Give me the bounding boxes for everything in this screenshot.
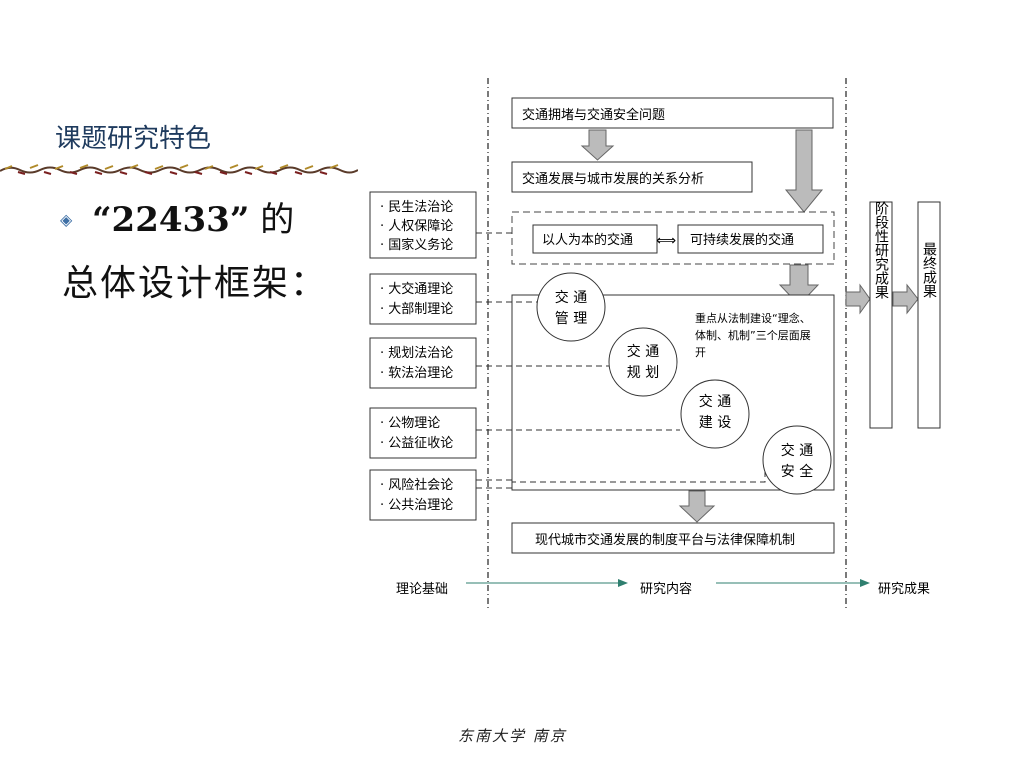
double-arrow-icon: ⟺ [656, 233, 676, 249]
theory-group-5: · 风险社会论 · 公共治理论 [369, 469, 477, 521]
concept-box-sustainable [677, 224, 824, 254]
theory-item: · 人权保障论 [380, 218, 453, 234]
circle-line: 交 通 [699, 393, 731, 410]
arrow-right-stage [845, 283, 871, 315]
circle-traffic-management: 交 通 管 理 [536, 272, 606, 342]
bottom-box-label: 现代城市交通发展的制度平台与法律保障机制 [535, 532, 795, 548]
bottom-box [511, 522, 835, 554]
bullet-suffix: 的 [249, 200, 295, 240]
final-results-box [917, 201, 941, 429]
final-results-label: 最终成果 [921, 242, 937, 298]
circle-line: 管 理 [555, 311, 587, 327]
circle-line: 安 全 [781, 463, 813, 480]
bullet-heading: “22433” 的 [92, 192, 294, 241]
concept-sustainable-label: 可持续发展的交通 [690, 232, 794, 248]
circle-line: 交 通 [555, 289, 587, 306]
arrow-down-small [580, 129, 615, 161]
university-seal-text: 东南大学 南京 [458, 727, 567, 745]
flow-arrowhead-1 [618, 579, 628, 587]
arrow-down-large [784, 129, 824, 213]
second-box-label: 交通发展与城市发展的关系分析 [522, 171, 704, 187]
focus-note-line: 体制、机制”三个层面展 [695, 328, 811, 342]
top-box-label: 交通拥堵与交通安全问题 [522, 107, 665, 123]
theory-item: · 风险社会论 [380, 477, 453, 493]
theory-item: · 公益征收论 [380, 436, 453, 451]
bullet-quote: “22433” [92, 200, 250, 240]
label-research-content: 研究内容 [640, 581, 692, 597]
arrow-down-bottom [678, 490, 716, 523]
concept-box-people [532, 224, 658, 254]
theory-item: · 国家义务论 [380, 237, 453, 253]
circle-line: 规 划 [627, 365, 659, 381]
theory-item: · 公共治理论 [380, 498, 453, 513]
theory-item: · 大交通理论 [380, 281, 453, 297]
theory-group-4: · 公物理论 · 公益征收论 [369, 407, 477, 459]
slide-title: 课题研究特色 [55, 124, 212, 154]
theory-group-3: · 规划法治论 · 软法治理论 [369, 337, 477, 389]
theory-group-1: · 民生法治论 · 人权保障论 · 国家义务论 [369, 191, 477, 259]
second-box [511, 161, 753, 193]
circle-line: 建 设 [699, 415, 731, 431]
stage-results-label: 阶段性研究成果 [873, 201, 889, 299]
diamond-bullet-icon: ◈ [60, 210, 73, 229]
top-box [511, 97, 834, 129]
circle-line: 交 通 [781, 442, 813, 459]
theory-item: · 大部制理论 [380, 302, 453, 317]
arrow-right-final [892, 283, 919, 315]
bullet-subheading: 总体设计框架： [62, 263, 329, 304]
concept-people-label: 以人为本的交通 [542, 232, 633, 248]
focus-note-line: 重点从法制建设“理念、 [695, 311, 811, 325]
flow-arrowhead-2 [860, 579, 870, 587]
circle-traffic-construction: 交 通 建 设 [680, 379, 750, 449]
decorative-divider [0, 164, 358, 175]
theory-item: · 公物理论 [380, 416, 440, 431]
framework-diagram: 交通拥堵与交通安全问题 交通发展与城市发展的关系分析 以人为本的交通 ⟺ 可持续… [369, 78, 941, 610]
circle-traffic-safety: 交 通 安 全 [762, 425, 832, 495]
theory-group-2: · 大交通理论 · 大部制理论 [369, 273, 477, 325]
focus-note-line: 开 [695, 346, 706, 359]
circle-traffic-planning: 交 通 规 划 [608, 327, 678, 397]
stage-results-box [869, 201, 893, 429]
theory-item: · 规划法治论 [380, 346, 453, 361]
circle-line: 交 通 [627, 343, 659, 360]
theory-connectors [476, 232, 766, 489]
theory-item: · 民生法治论 [380, 200, 453, 215]
label-theory-basis: 理论基础 [396, 582, 448, 597]
label-research-results: 研究成果 [878, 582, 930, 597]
theory-item: · 软法治理论 [380, 366, 453, 381]
concept-region [511, 211, 835, 265]
